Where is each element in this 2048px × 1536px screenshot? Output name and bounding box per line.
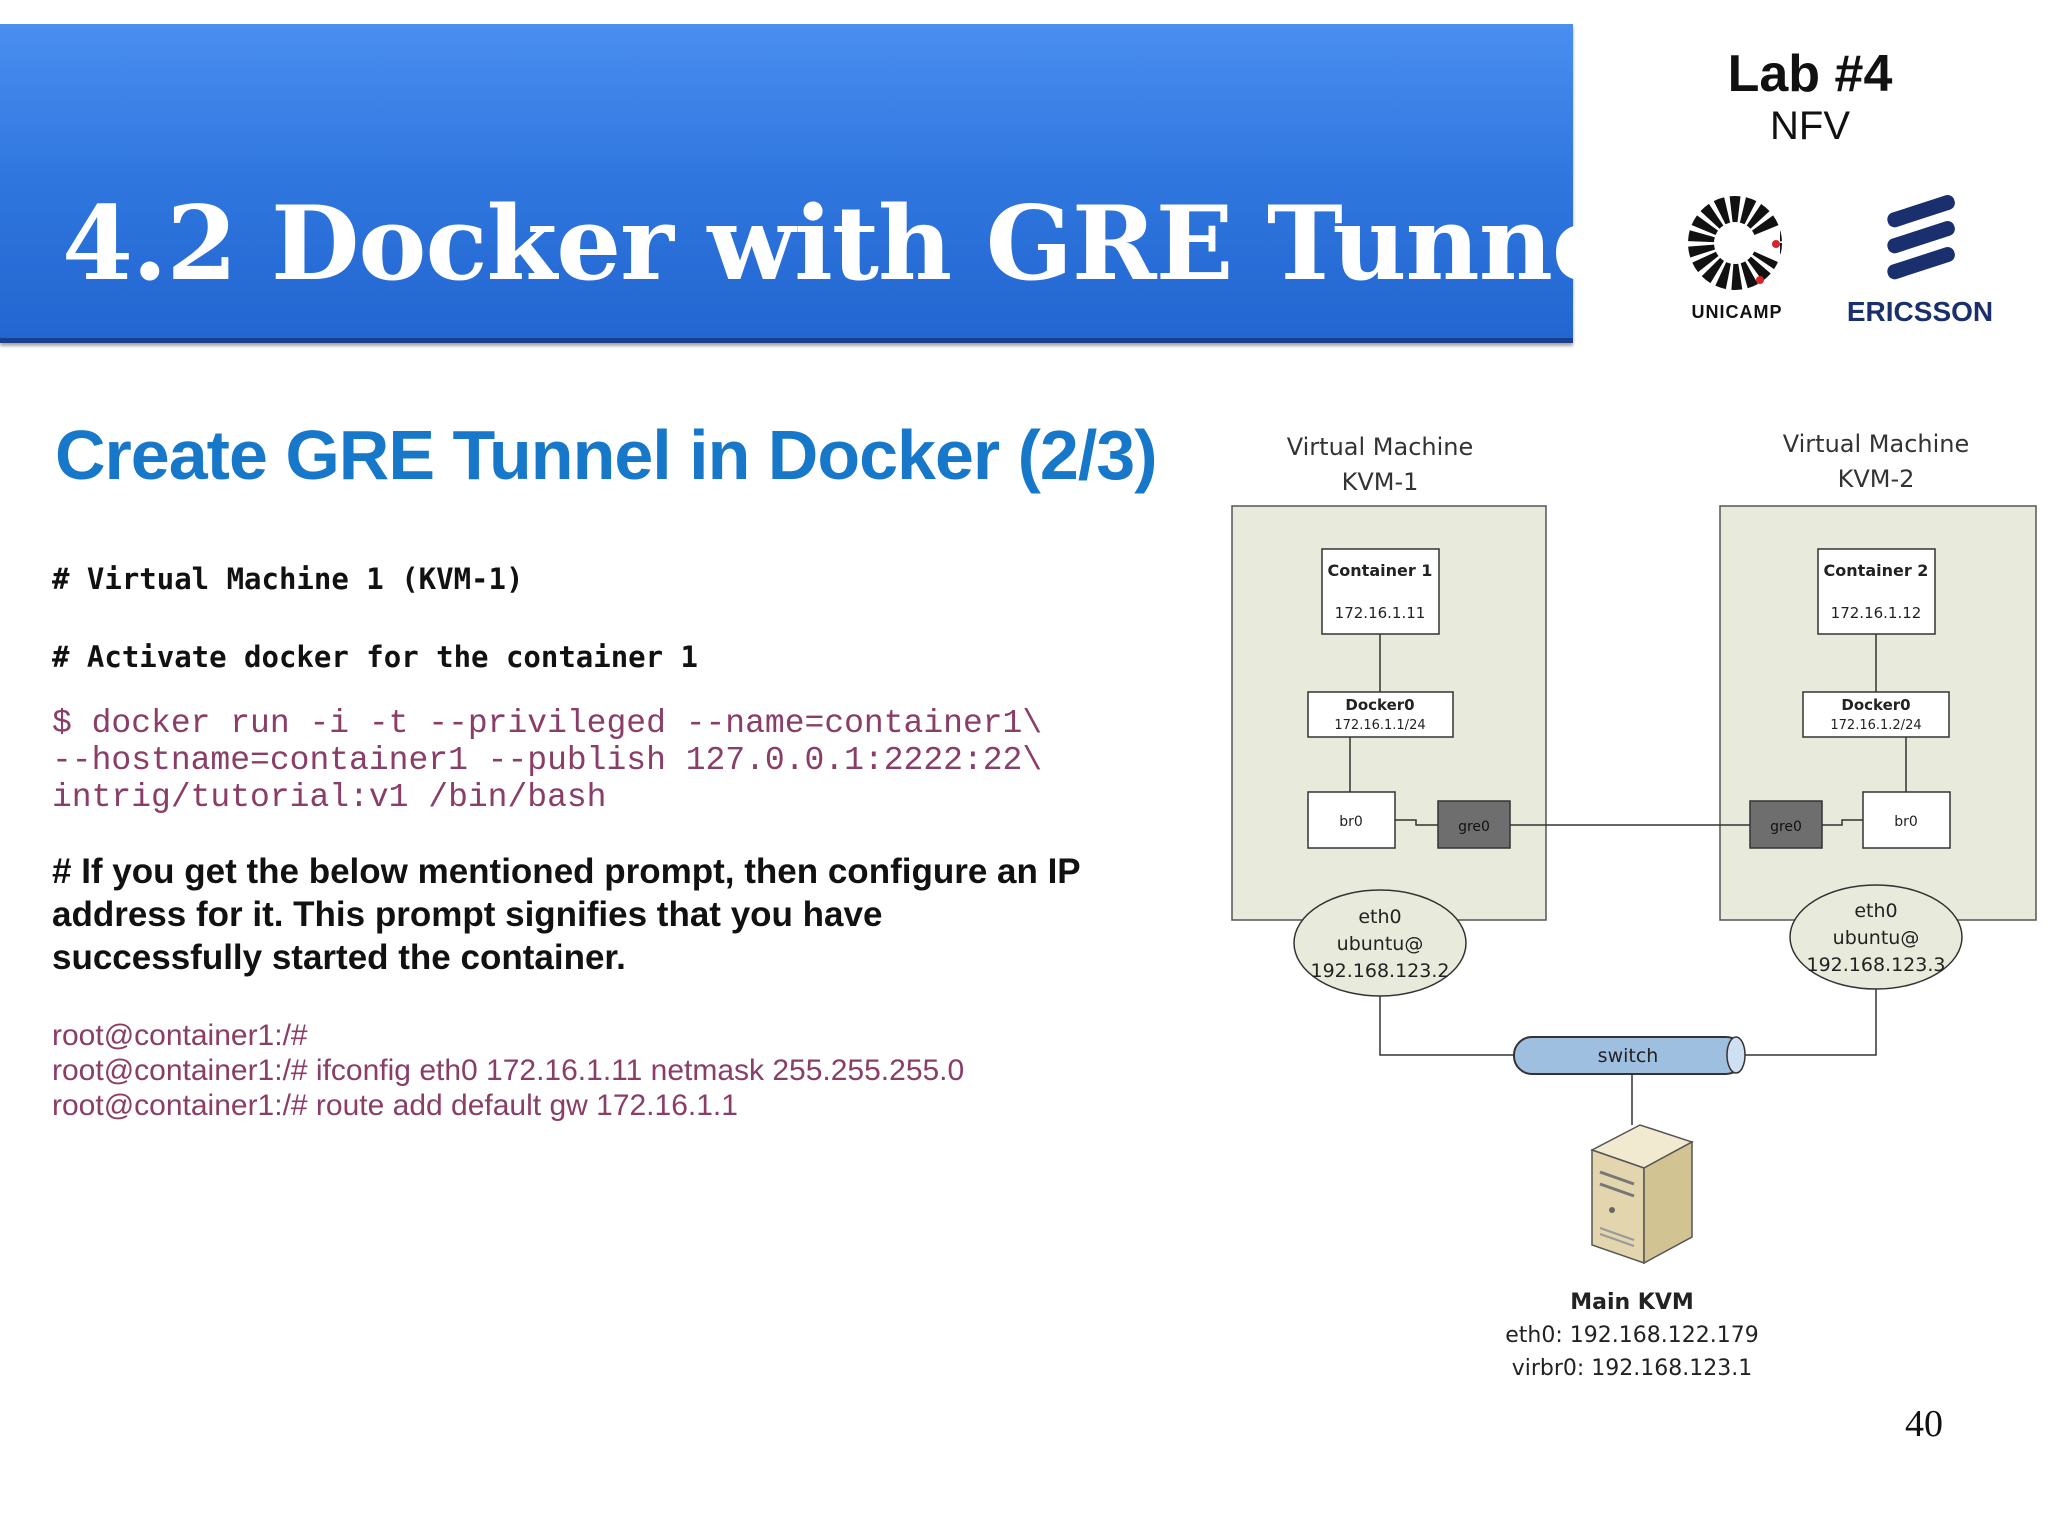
slide-title: 4.2 Docker with GRE Tunnel (62, 184, 1655, 304)
vm2-label-line2: KVM-2 (1838, 465, 1915, 493)
docker0-vm2-name: Docker0 (1841, 696, 1910, 714)
command-line: $ docker run -i -t --privileged --name=c… (52, 705, 1043, 742)
page-number: 40 (1905, 1403, 1943, 1445)
container1-name: Container 1 (1328, 561, 1433, 580)
command-line: --hostname=container1 --publish 127.0.0.… (52, 742, 1043, 779)
header-banner: 4.2 Docker with GRE Tunnel (0, 24, 1655, 343)
main-kvm-title: Main KVM (1570, 1290, 1694, 1315)
gre-tunnel-diagram: Virtual Machine KVM-1 Virtual Machine KV… (1231, 430, 2037, 1380)
vm1-label-line1: Virtual Machine (1287, 433, 1474, 461)
root-line: root@container1:/# ifconfig eth0 172.16.… (52, 1054, 965, 1087)
instruction-note: # If you get the below mentioned prompt,… (52, 852, 1081, 977)
vm1-eth0-line2: ubuntu@ (1337, 933, 1424, 955)
command-line: intrig/tutorial:v1 /bin/bash (52, 779, 607, 816)
gre0-vm1-label: gre0 (1458, 819, 1490, 835)
docker0-vm2-ip: 172.16.1.2/24 (1830, 718, 1921, 733)
container1-ip: 172.16.1.11 (1335, 604, 1426, 622)
vm2-eth0-line3: 192.168.123.3 (1806, 954, 1945, 976)
comment-vm1: # Virtual Machine 1 (KVM-1) (52, 562, 524, 596)
vm2-eth0-line1: eth0 (1854, 900, 1897, 922)
gre0-vm2-label: gre0 (1770, 819, 1802, 835)
lab-subtitle: NFV (1770, 104, 1850, 148)
br0-vm1-label: br0 (1339, 814, 1363, 830)
docker0-vm2-box (1802, 691, 1950, 738)
vm2-eth0-line2: ubuntu@ (1833, 927, 1920, 949)
container2-name: Container 2 (1824, 561, 1929, 580)
main-kvm-virbr0: virbr0: 192.168.123.1 (1512, 1356, 1753, 1380)
comment-activate: # Activate docker for the container 1 (52, 640, 699, 674)
docker0-vm1-box (1307, 691, 1454, 738)
ericsson-logo-icon (1887, 195, 1955, 280)
vm1-label-line2: KVM-1 (1342, 468, 1419, 496)
server-icon (1590, 1124, 1694, 1265)
section-subtitle: Create GRE Tunnel in Docker (2/3) (55, 416, 1158, 494)
main-kvm-eth0: eth0: 192.168.122.179 (1505, 1323, 1758, 1348)
gre0-vm2-box (1749, 800, 1823, 849)
container2-ip: 172.16.1.12 (1831, 604, 1922, 622)
docker0-vm1-ip: 172.16.1.1/24 (1334, 718, 1425, 733)
root-line: root@container1:/# (52, 1019, 308, 1052)
ericsson-logo-text: ERICSSON (1846, 296, 1994, 327)
switch-label: switch (1598, 1045, 1659, 1067)
br0-vm2-box (1862, 791, 1951, 849)
lab-title: Lab #4 (1727, 45, 1893, 103)
root-line: root@container1:/# route add default gw … (52, 1089, 738, 1122)
docker-run-command: $ docker run -i -t --privileged --name=c… (52, 705, 1042, 816)
unicamp-logo-text: UNICAMP (1691, 302, 1783, 322)
vm2-label-line1: Virtual Machine (1783, 430, 1970, 458)
vm1-eth0-line1: eth0 (1358, 906, 1401, 928)
br0-vm2-label: br0 (1894, 814, 1918, 830)
vm1-eth0-line3: 192.168.123.2 (1310, 960, 1449, 982)
root-prompt-lines: root@container1:/#root@container1:/# ifc… (52, 1018, 964, 1123)
unicamp-logo-icon (1688, 196, 1782, 290)
gre0-vm1-box (1437, 800, 1511, 849)
br0-vm1-box (1307, 791, 1396, 849)
container1-box (1321, 548, 1440, 635)
docker0-vm1-name: Docker0 (1345, 696, 1414, 714)
